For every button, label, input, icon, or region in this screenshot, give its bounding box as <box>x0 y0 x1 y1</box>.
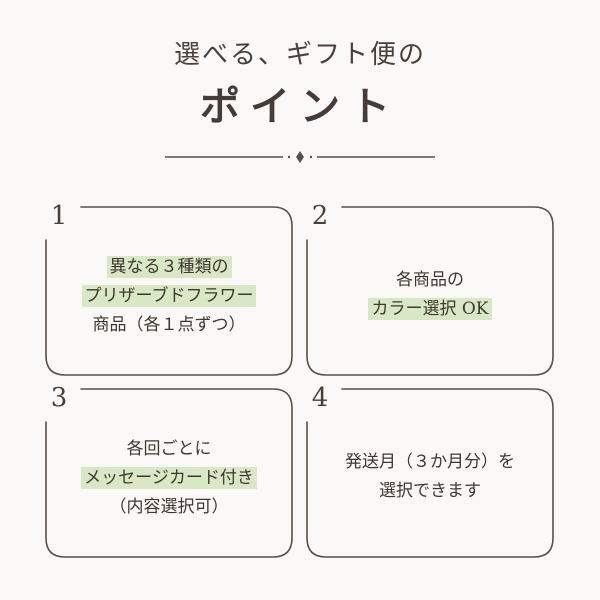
card-line: カラー選択 OK <box>368 295 492 324</box>
card-line: 異なる３種類の <box>106 253 232 282</box>
card-frame <box>45 206 293 376</box>
point-card-3: 3 各回ごとに メッセージカード付き （内容選択可） <box>45 384 293 558</box>
card-line: プリザーブドフラワー <box>81 282 257 311</box>
card-number: 3 <box>45 384 73 412</box>
card-line: メッセージカード付き <box>81 464 257 493</box>
card-line: 各商品の <box>396 266 464 295</box>
card-line-text: （内容選択可） <box>109 496 229 517</box>
diamond-ornament-icon <box>296 151 304 163</box>
card-line-text: カラー選択 OK <box>368 298 492 320</box>
point-card-2: 2 各商品の カラー選択 OK <box>306 202 554 376</box>
card-body: 各回ごとに メッセージカード付き （内容選択可） <box>45 388 293 558</box>
card-line: 各回ごとに <box>127 435 212 464</box>
card-line-text: プリザーブドフラワー <box>81 284 257 307</box>
point-card-1: 1 異なる３種類の プリザーブドフラワー 商品（各１点ずつ） <box>45 202 293 376</box>
card-number: 1 <box>45 202 73 230</box>
card-line: 選択できます <box>379 477 481 506</box>
header-title: ポイント <box>200 83 400 130</box>
card-line-text: 商品（各１点ずつ） <box>92 314 246 335</box>
point-card-4: 4 発送月（３か月分）を 選択できます <box>306 384 554 558</box>
card-number: 2 <box>306 202 334 230</box>
header-subtitle: 選べる、ギフト便の <box>173 40 426 70</box>
card-frame <box>45 388 293 558</box>
card-line-text: 各商品の <box>396 270 464 290</box>
card-line-text: 各回ごとに <box>126 438 212 459</box>
card-line-text: メッセージカード付き <box>81 466 257 489</box>
card-number: 4 <box>306 384 334 412</box>
card-body: 異なる３種類の プリザーブドフラワー 商品（各１点ずつ） <box>45 206 293 376</box>
card-line-text: 異なる３種類の <box>106 255 232 278</box>
card-frame <box>306 388 554 558</box>
card-body: 各商品の カラー選択 OK <box>306 206 554 376</box>
card-frame <box>306 206 554 376</box>
card-body: 発送月（３か月分）を 選択できます <box>306 388 554 558</box>
card-line-text: 発送月（３か月分）を <box>345 452 515 472</box>
card-line: 商品（各１点ずつ） <box>93 311 246 340</box>
card-line: （内容選択可） <box>110 493 229 522</box>
card-line: 発送月（３か月分）を <box>345 448 515 477</box>
ornament-divider <box>165 151 435 163</box>
card-line-text: 選択できます <box>379 481 481 501</box>
